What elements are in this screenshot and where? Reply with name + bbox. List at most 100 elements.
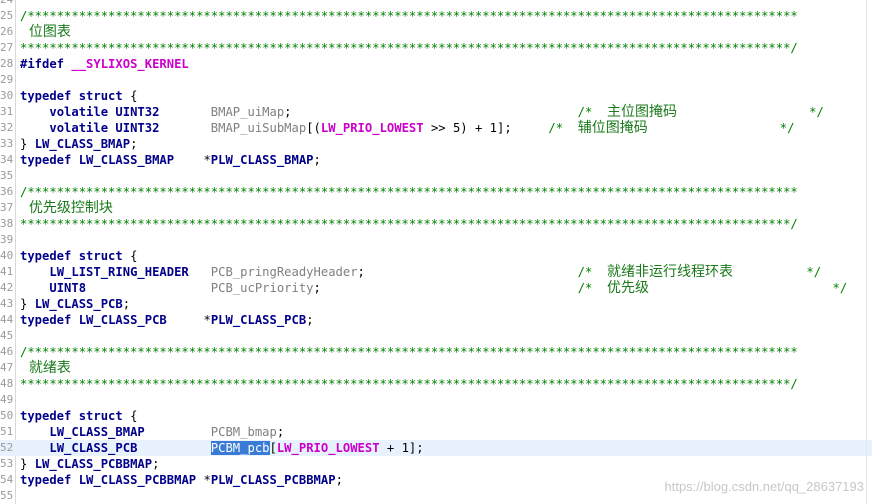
code-token [20, 281, 49, 295]
line-number: 24 [0, 0, 16, 8]
line-number: 52 [0, 441, 14, 454]
line-number: 46 [0, 345, 14, 358]
code-line[interactable]: 25/*************************************… [0, 8, 872, 24]
code-token: 就绪表 [20, 360, 71, 376]
code-token [159, 121, 210, 135]
code-line[interactable]: 29 [0, 72, 872, 88]
line-number: 53 [0, 457, 14, 470]
code-text: } LW_CLASS_BMAP; [20, 136, 137, 152]
code-line[interactable]: 47 就绪表 [0, 360, 872, 376]
code-text: /***************************************… [20, 8, 798, 24]
code-token: * [196, 473, 211, 487]
current-line[interactable]: 52 LW_CLASS_PCB PCBM_pcb[LW_PRIO_LOWEST … [0, 440, 872, 456]
code-token: + 1]; [379, 441, 424, 455]
code-text: } LW_CLASS_PCB; [20, 296, 130, 312]
code-token: LW_CLASS_BMAP [49, 425, 145, 439]
code-token: ****************************************… [20, 217, 798, 231]
code-token: PLW_CLASS_PCB [210, 313, 307, 327]
code-token: } [20, 137, 35, 151]
code-line[interactable]: 55 [0, 488, 872, 504]
code-token: UINT8 [49, 281, 87, 295]
code-token: * [174, 153, 211, 167]
code-token: /***************************************… [20, 345, 798, 359]
code-token: PLW_CLASS_PCBBMAP [210, 473, 336, 487]
code-text: ****************************************… [20, 216, 798, 232]
code-token: /* [548, 121, 578, 135]
code-text: } LW_CLASS_PCBBMAP; [20, 456, 159, 472]
code-line[interactable]: 53} LW_CLASS_PCBBMAP; [0, 456, 872, 472]
selected-token: PCBM_pcb [210, 441, 270, 455]
code-line[interactable]: 28#ifdef __SYLIXOS_KERNEL [0, 56, 872, 72]
code-line[interactable]: 41 LW_LIST_RING_HEADER PCB_pringReadyHea… [0, 264, 872, 280]
code-text: typedef LW_CLASS_PCBBMAP *PLW_CLASS_PCBB… [20, 472, 343, 488]
code-token: { [122, 409, 138, 423]
code-token [86, 281, 211, 295]
code-token: /* [577, 105, 608, 119]
line-number: 55 [0, 489, 14, 502]
code-line[interactable]: 37 优先级控制块 [0, 200, 872, 216]
line-number: 35 [0, 169, 14, 182]
code-line[interactable]: 45 [0, 328, 872, 344]
code-line[interactable]: 32 volatile UINT32 BMAP_uiSubMap[(LW_PRI… [0, 120, 872, 136]
code-line[interactable]: 43 } LW_CLASS_PCB; [0, 296, 872, 312]
code-token: ****************************************… [20, 41, 798, 55]
code-token [71, 313, 78, 327]
line-number: 31 [0, 105, 14, 118]
line-number: 30 [0, 89, 14, 102]
code-line[interactable]: 35 [0, 168, 872, 184]
line-number: 37 [0, 201, 14, 214]
code-token: } [20, 457, 35, 471]
code-token [20, 265, 49, 279]
code-token: 就绪非运行线程环表 [607, 264, 734, 280]
code-text: #ifdef __SYLIXOS_KERNEL [20, 56, 189, 72]
code-token: ; [313, 153, 321, 167]
line-number: 32 [0, 121, 14, 134]
code-text: volatile UINT32 BMAP_uiSubMap[(LW_PRIO_L… [20, 120, 794, 136]
code-line[interactable]: 42 UINT8 PCB_ucPriority; /* 优先级 */ [0, 280, 872, 296]
code-line[interactable]: 36/*************************************… [0, 184, 872, 200]
code-text: typedef struct { [20, 408, 137, 424]
code-token: LW_CLASS_BMAP [78, 153, 175, 167]
code-line[interactable]: 51 LW_CLASS_BMAP PCBM_bmap; [0, 424, 872, 440]
code-token: ; [357, 265, 578, 279]
code-line[interactable]: 38**************************************… [0, 216, 872, 232]
code-line[interactable]: 24 [0, 0, 872, 8]
code-token: */ [649, 281, 848, 295]
code-line[interactable]: 39 [0, 232, 872, 248]
code-token: typedef [20, 313, 72, 327]
code-token [20, 105, 49, 119]
code-token: { [122, 249, 138, 263]
code-line[interactable]: 49 [0, 392, 872, 408]
code-token: LW_CLASS_PCB [34, 297, 123, 311]
code-token: BMAP_uiSubMap [210, 121, 307, 135]
code-token: /***************************************… [20, 9, 798, 23]
code-token: PCBM_bmap [210, 425, 277, 439]
code-token [20, 425, 49, 439]
code-line[interactable]: 46 /*************************************… [0, 344, 872, 360]
code-token: LW_CLASS_PCBBMAP [34, 457, 153, 471]
line-number: 26 [0, 25, 14, 38]
code-token: } [20, 297, 35, 311]
code-token: [( [306, 121, 321, 135]
code-token: >> 5) + 1]; [423, 121, 549, 135]
line-number: 33 [0, 137, 14, 150]
code-line[interactable]: 27**************************************… [0, 40, 872, 56]
line-number: 40 [0, 249, 14, 262]
code-text: volatile UINT32 BMAP_uiMap; /* 主位图掩码 */ [20, 104, 823, 120]
code-line[interactable]: 48**************************************… [0, 376, 872, 392]
code-token [20, 441, 49, 455]
code-token: 位图表 [20, 24, 71, 40]
line-number-gutter [0, 0, 16, 504]
code-line[interactable]: 26 位图表 [0, 24, 872, 40]
code-line[interactable]: 33 } LW_CLASS_BMAP; [0, 136, 872, 152]
line-number: 43 [0, 297, 14, 310]
code-token: ; [152, 457, 160, 471]
code-line[interactable]: 31 volatile UINT32 BMAP_uiMap; /* 主位图掩码 … [0, 104, 872, 120]
